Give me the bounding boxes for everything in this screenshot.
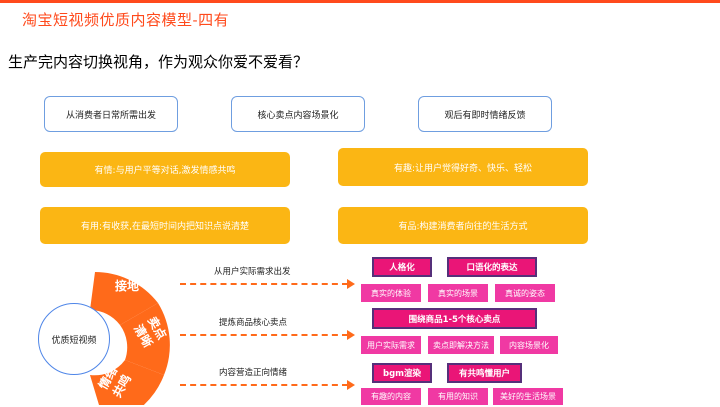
tag-fun-content: 有趣的内容 (361, 388, 421, 405)
perspective-box-3: 观后有即时情绪反馈 (418, 96, 552, 132)
tag-scenario: 内容场景化 (500, 336, 558, 354)
flow-arrowhead-1 (347, 279, 355, 289)
fan-segment-1 (90, 272, 158, 325)
fan-segment-3 (90, 360, 164, 405)
flow-label-1: 从用户实际需求出发 (214, 267, 291, 277)
tag-sincere: 真诚的姿态 (495, 284, 555, 302)
flow-arrowhead-2 (347, 330, 355, 340)
tag-real-scene: 真实的场景 (428, 284, 488, 302)
tag-colloquial: 口语化的表达 (447, 257, 537, 277)
youqing-box: 有情:与用户平等对话,激发情感共鸣 (40, 152, 290, 187)
youqu-box: 有趣:让用户觉得好奇、快乐、轻松 (338, 148, 588, 186)
fan-diagram (90, 272, 170, 405)
flow-arrow-1 (180, 283, 348, 285)
tag-user-needs: 用户实际需求 (361, 336, 421, 354)
flow-label-3: 内容营造正向情绪 (219, 368, 288, 378)
flow-arrow-3 (180, 384, 348, 386)
tag-resonance: 有共鸣懂用户 (447, 363, 522, 383)
segment-1-line2: 接地气 (114, 279, 151, 293)
segment-1-line1: 真实 (120, 263, 145, 277)
youyong-box: 有用:有收获,在最短时间内把知识点说清楚 (40, 207, 290, 244)
flow-arrow-2 (180, 334, 348, 336)
segment-1-label: 真实 接地气 (108, 262, 158, 294)
tag-real-experience: 真实的体验 (361, 284, 421, 302)
tag-life-scene: 美好的生活场景 (493, 388, 563, 405)
tag-solution: 卖点即解决方法 (428, 336, 494, 354)
flow-arrowhead-3 (347, 380, 355, 390)
perspective-box-2: 核心卖点内容场景化 (231, 96, 365, 132)
tag-core-selling-points: 围绕商品1-5个核心卖点 (372, 308, 537, 329)
youpin-box: 有品:构建消费者向往的生活方式 (338, 207, 588, 244)
center-circle: 优质短视频 (38, 303, 110, 375)
tag-persona: 人格化 (372, 257, 432, 277)
header-accent-line (0, 0, 720, 3)
tag-useful-knowledge: 有用的知识 (428, 388, 488, 405)
tag-bgm: bgm渲染 (372, 363, 432, 383)
perspective-box-1: 从消费者日常所需出发 (44, 96, 178, 132)
fan-segment-2 (120, 303, 170, 375)
flow-label-2: 提炼商品核心卖点 (219, 318, 288, 328)
question-heading: 生产完内容切换视角，作为观众你爱不爱看？ (8, 53, 309, 71)
page-title: 淘宝短视频优质内容模型-四有 (22, 11, 230, 29)
